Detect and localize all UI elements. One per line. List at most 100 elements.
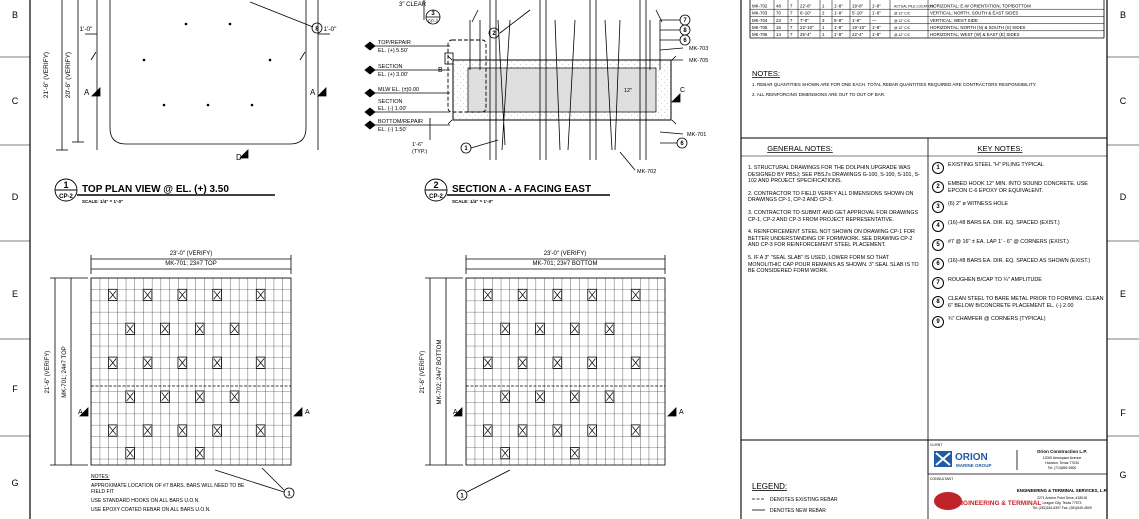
table-cell: 23 bbox=[776, 18, 781, 23]
table-cell: VERTICAL; WEST SIDE bbox=[930, 18, 978, 23]
section-letter: A bbox=[679, 409, 684, 416]
rebar-box-cross bbox=[484, 358, 492, 368]
dimension-label: 1'-0" bbox=[324, 26, 338, 33]
table-cell: 22'-4" bbox=[852, 32, 864, 37]
key-note-number: 2 bbox=[932, 181, 944, 193]
table-cell: 19'-8" bbox=[852, 3, 864, 8]
client-address: 12000 Aerospace Avenue bbox=[1043, 456, 1082, 460]
client-address: Houston, Texas 77034 bbox=[1045, 461, 1079, 465]
consultant-address: League City, Texas 77573 bbox=[1043, 501, 1082, 505]
mark-label: MK-705 bbox=[689, 58, 708, 64]
plan-view-title-bubble bbox=[54, 178, 275, 202]
detail-ref-sheet: CP-3 bbox=[428, 19, 439, 24]
zone-letter: G bbox=[1119, 470, 1126, 480]
view-title: SECTION A - A FACING EAST bbox=[452, 184, 591, 195]
section-letter: A bbox=[78, 409, 83, 416]
table-cell: 7'-0" bbox=[800, 18, 809, 23]
elevation-label: SECTION bbox=[378, 64, 402, 70]
top-plan-view bbox=[56, 0, 330, 159]
rebar-box-cross bbox=[178, 426, 186, 435]
client-address: Tel: (713)852-6500 bbox=[1048, 466, 1077, 470]
rebar-box-cross bbox=[196, 448, 204, 458]
view-scale: SCALE: 1/4" = 1'-0" bbox=[82, 199, 123, 204]
consultant-logo bbox=[934, 492, 1014, 510]
section-a-a bbox=[364, 0, 691, 171]
table-cell: 25'-4" bbox=[800, 32, 812, 37]
key-note-text: (16)-#8 BARS EA. DIR. EQ. SPACED (EXIST.… bbox=[948, 220, 1060, 227]
rebar-box-cross bbox=[257, 426, 265, 435]
border-zone-letters-right: B C D E F G bbox=[1119, 10, 1126, 480]
client-logo-subtext: MARINE GROUP bbox=[956, 463, 992, 468]
dimension-label: 12" bbox=[624, 88, 632, 94]
key-note-number: 8 bbox=[932, 296, 944, 309]
table-cell: MK-705 bbox=[752, 25, 768, 30]
table-cell: 1'-8" bbox=[834, 11, 843, 16]
dimension-label: 23'-0" (VERIFY) bbox=[170, 251, 213, 257]
table-cell: 48 bbox=[776, 3, 781, 8]
view-sheet-ref: CP-2 bbox=[429, 194, 443, 200]
table-cell: ACTUAL PILE LOCATION bbox=[894, 4, 934, 8]
rebar-box-cross bbox=[257, 290, 265, 300]
rebar-box-cross bbox=[553, 426, 561, 435]
callout-number: 2 bbox=[492, 31, 496, 37]
rebar-box-cross bbox=[161, 392, 169, 402]
callout-number: 7 bbox=[683, 18, 687, 24]
table-cell: @ 12" C/C bbox=[894, 26, 911, 30]
legend-item: DENOTES NEW REBAR bbox=[770, 508, 826, 514]
client-logo bbox=[934, 451, 1013, 467]
key-note-number: 9 bbox=[932, 316, 944, 329]
rebar-box-cross bbox=[213, 290, 221, 300]
rebar-box-cross bbox=[632, 426, 640, 435]
section-letter: A bbox=[305, 409, 310, 416]
key-note: 6(16)-#8 BARS EA. DIR. EQ. SPACED AS SHO… bbox=[932, 258, 1104, 271]
table-cell: 1 bbox=[822, 32, 825, 37]
callout-number: 6 bbox=[680, 141, 684, 147]
table-cell: 7 bbox=[790, 3, 793, 8]
mark-label: MK-701; 24#7 TOP bbox=[62, 346, 68, 397]
key-note-number: 1 bbox=[932, 162, 944, 174]
dimension-label: 23'-0" (VERIFY) bbox=[544, 251, 587, 257]
table-cell: 1'-8" bbox=[834, 32, 843, 37]
elevation-value: EL. (-) 1.50' bbox=[378, 127, 407, 133]
rebar-box-cross bbox=[588, 358, 596, 368]
zone-letter: D bbox=[1120, 192, 1127, 202]
general-note: 3. CONTRACTOR TO SUBMIT AND GET APPROVAL… bbox=[748, 209, 919, 223]
elevation-value: EL. (+) 3.00' bbox=[378, 72, 408, 78]
border-zone-letters-left: B C D E F G bbox=[11, 10, 18, 488]
general-note: 1. STRUCTURAL DRAWINGS FOR THE DOLPHIN U… bbox=[748, 165, 920, 185]
rebar-box-cross bbox=[109, 358, 117, 368]
table-cell: @ 12" C/C bbox=[894, 33, 911, 37]
plan-notes-heading: NOTES: bbox=[91, 474, 110, 480]
table-cell: @ 12" C/C bbox=[894, 19, 911, 23]
rebar-box-cross bbox=[213, 426, 221, 435]
table-note: 1. REBAR QUANTITIES SHOWN ARE FOR ONE EA… bbox=[752, 82, 1036, 87]
table-cell: 19'-10" bbox=[852, 25, 866, 30]
key-note-number: 5 bbox=[932, 239, 944, 252]
plan-note: USE EPOXY COATED REBAR ON ALL BARS U.O.N… bbox=[91, 507, 211, 513]
table-cell: MK-702 bbox=[752, 3, 768, 8]
table-note: 2. ALL REINFORCING DIMENSIONS ARE OUT TO… bbox=[752, 92, 885, 97]
dimension-label: 1'-0" bbox=[80, 26, 94, 33]
detail-ref-number: 3 bbox=[431, 11, 435, 17]
table-cell: 16 bbox=[776, 25, 781, 30]
table-cell: HORIZONTAL: E-W ORIENTATION; TOP/BOTTOM bbox=[930, 3, 1031, 8]
rebar-box-cross bbox=[501, 448, 509, 458]
general-note: 2. CONTRACTOR TO FIELD VERIFY ALL DIMENS… bbox=[748, 190, 914, 204]
dimension-label: 21'-6" (VERIFY) bbox=[43, 52, 50, 98]
table-cell: 7 bbox=[790, 11, 793, 16]
dimension-label: 21'-6" (VERIFY) bbox=[45, 351, 51, 394]
section-letter: B bbox=[438, 67, 443, 74]
general-note: 4. REINFORCEMENT STEEL NOT SHOWN ON DRAW… bbox=[748, 229, 915, 249]
section-letter: A bbox=[310, 88, 316, 97]
rebar-box-cross bbox=[571, 392, 579, 402]
legend-symbols bbox=[752, 498, 765, 511]
table-notes-heading: NOTES: bbox=[752, 69, 780, 78]
typical-label: (TYP.) bbox=[412, 149, 427, 155]
legend-item: DENOTES EXISTING REBAR bbox=[770, 497, 838, 503]
rebar-box-cross bbox=[536, 392, 544, 402]
